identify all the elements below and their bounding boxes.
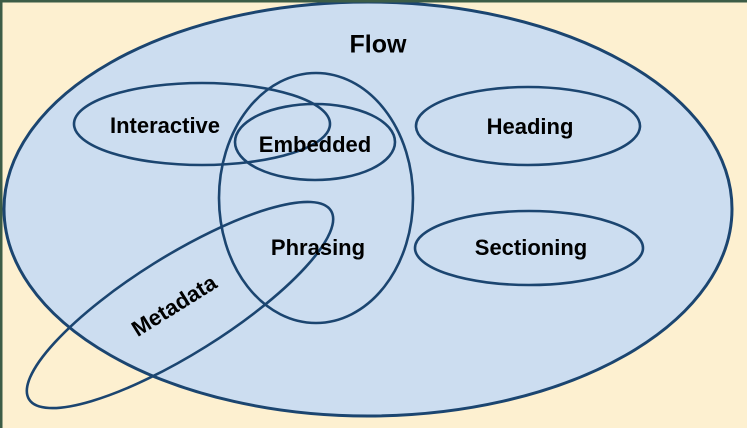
set-ellipse-embedded[interactable] [233,102,397,182]
set-ellipse-interactive[interactable] [72,81,332,167]
set-label-heading: Heading [487,114,574,139]
set-label-embedded: Embedded [259,132,371,157]
set-label-sectioning: Sectioning [475,235,587,260]
set-label-phrasing: Phrasing [271,235,365,260]
set-label-interactive: Interactive [110,113,220,138]
set-shapes-layer [2,0,734,428]
set-ellipse-flow[interactable] [2,0,734,418]
set-ellipse-phrasing[interactable] [217,71,415,325]
set-label-flow: Flow [350,31,407,59]
set-ellipse-sectioning[interactable] [413,209,645,287]
set-ellipse-metadata[interactable] [3,169,357,428]
set-ellipse-heading[interactable] [414,85,642,167]
